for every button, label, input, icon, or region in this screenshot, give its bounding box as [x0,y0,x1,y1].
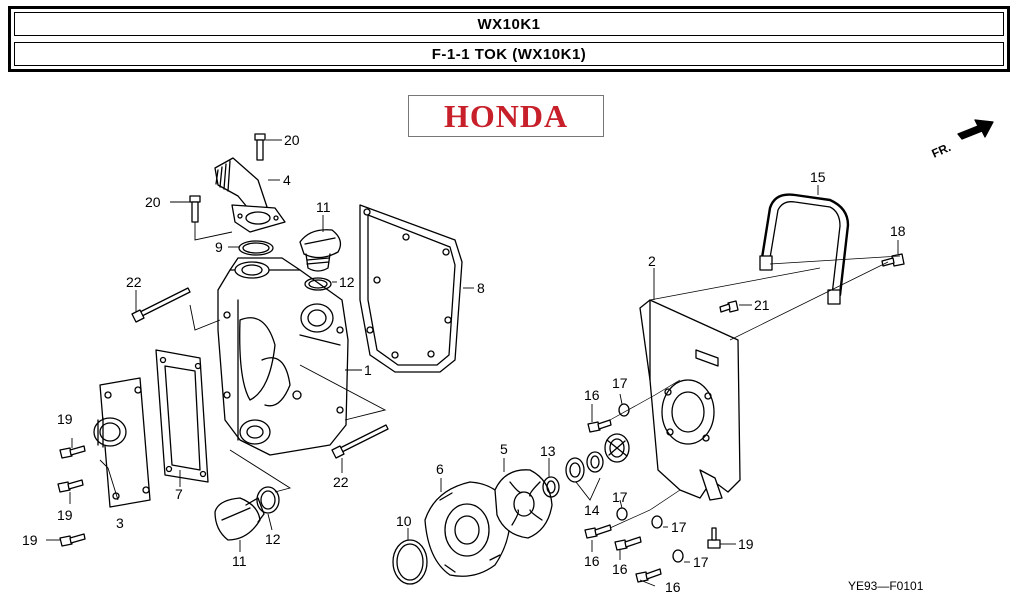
callout-11-top: 11 [316,199,331,215]
callout-22-top: 22 [126,274,142,290]
gasket-7 [155,349,209,483]
callout-4: 4 [283,172,291,188]
callout-9: 9 [215,239,223,255]
callout-16-d: 16 [665,579,681,595]
washer-12-bottom [256,486,280,514]
bolt-19-b [57,479,84,493]
callout-5: 5 [500,441,508,457]
washer-17-d [672,549,684,563]
suction-elbow [214,157,286,233]
bolt-16-d [635,568,662,583]
callout-22-bottom: 22 [333,474,349,490]
callout-19-b: 19 [57,507,73,523]
arrow-right-icon [957,119,994,140]
callout-16-a: 16 [584,387,600,403]
leader-lines [46,139,901,587]
washer-17-a [618,403,630,417]
washer-13 [542,476,560,498]
o-ring-9 [238,240,274,256]
callout-17-d: 17 [693,554,709,570]
callout-6: 6 [436,461,444,477]
callout-14: 14 [584,502,600,518]
callout-20-left: 20 [145,194,161,210]
callout-19-a: 19 [57,411,73,427]
drawing-code: YE93—F0101 [848,579,924,593]
header-frame: WX10K1 F-1-1 TOK (WX10K1) [8,6,1010,72]
gasket-8 [359,204,463,373]
callout-17-c: 17 [671,519,687,535]
bolt-22-lower [331,424,389,459]
bolt-19-a [59,445,86,459]
bolt-19-c [59,533,86,547]
callout-10: 10 [396,513,412,529]
handle-15 [759,193,850,305]
callout-8: 8 [477,280,485,296]
mechanical-seal-14 [565,433,630,483]
bolt-16-b [584,524,612,539]
callout-3: 3 [116,515,124,531]
bolt-20-top [254,133,266,161]
callout-11-bottom: 11 [232,553,247,569]
callout-20-top: 20 [284,132,300,148]
fr-label: FR. [930,140,953,161]
model-title: WX10K1 [14,12,1004,36]
impeller-5 [494,469,553,539]
mounting-plate-2 [639,299,741,501]
bolt-18 [881,253,905,267]
callout-numbers: 1 2 3 4 5 6 7 8 9 10 11 11 12 12 13 14 1… [22,132,906,595]
section-title: F-1-1 TOK (WX10K1) [14,42,1004,66]
bolt-22-upper [131,287,191,323]
plug-11-top [299,229,342,272]
bolt-20-left [189,195,201,223]
callout-19-d: 19 [738,536,754,552]
washer-12-top [304,277,332,291]
washer-17-b [616,507,628,521]
bolt-16-a [587,419,612,433]
callout-21: 21 [754,297,770,313]
callout-7: 7 [175,486,183,502]
callout-17-a: 17 [612,375,628,391]
callout-15: 15 [810,169,826,185]
callout-18: 18 [890,223,906,239]
volute-6 [424,481,511,577]
callout-1: 1 [364,362,372,378]
callout-12-top: 12 [339,274,355,290]
washer-17-c [651,515,663,529]
callout-19-c: 19 [22,532,38,548]
bolt-19-d [707,527,721,549]
callout-16-c: 16 [612,561,628,577]
honda-logo: HONDA [408,95,604,137]
bolt-21 [719,300,739,313]
o-ring-10 [392,539,428,585]
flange-3 [93,377,151,508]
callout-2: 2 [648,253,656,269]
callout-12-bottom: 12 [265,531,281,547]
bolt-16-c [614,536,642,551]
plug-11-bottom [214,497,265,541]
callout-13: 13 [540,443,556,459]
pump-casing [217,257,349,456]
callout-17-b: 17 [612,489,628,505]
callout-16-b: 16 [584,553,600,569]
